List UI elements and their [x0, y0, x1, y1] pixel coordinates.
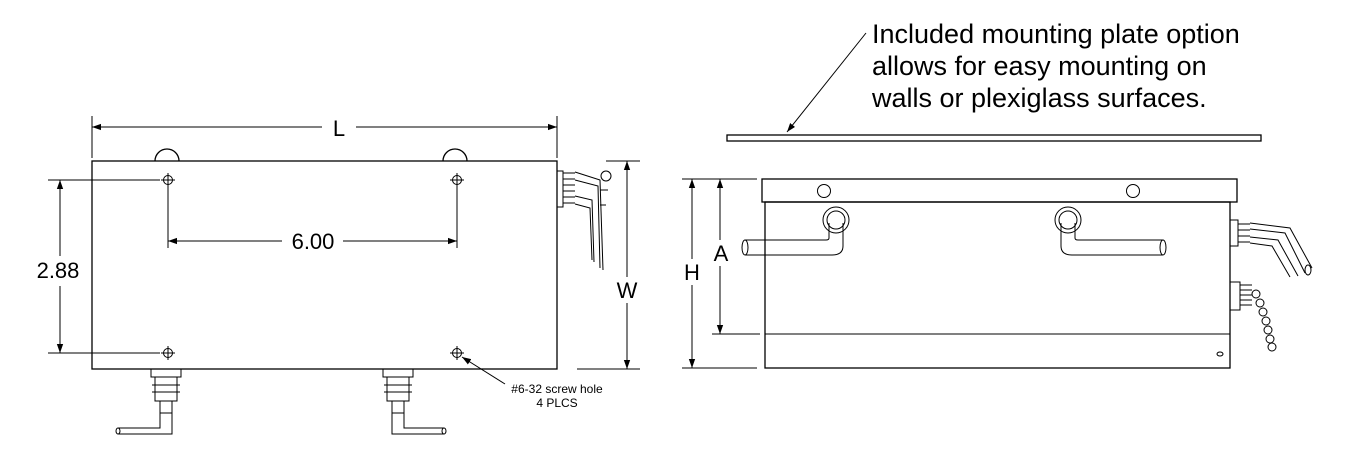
pull-chain: [1229, 281, 1277, 352]
bottom-fitting-right: [382, 368, 447, 435]
screw-note-leader: [461, 356, 506, 385]
side-view-body: [764, 201, 1231, 369]
side-pipe-left: [741, 206, 850, 256]
bottom-fitting-left: [115, 368, 182, 435]
screw-hole: [161, 173, 175, 187]
height-label: H: [684, 260, 700, 285]
side-cable-bundle: [1229, 219, 1313, 278]
hole-spacing-x-label: 6.00: [292, 229, 335, 254]
screw-note-line2: 4 PLCS: [536, 396, 577, 410]
width-label: W: [617, 278, 638, 303]
side-connector: [556, 170, 612, 271]
side-pipe-right: [1054, 206, 1167, 256]
hole-spacing-y-label: 2.88: [37, 258, 80, 283]
screw-hole: [450, 173, 464, 187]
screw-hole: [161, 346, 175, 360]
side-view-lid: [761, 178, 1238, 203]
screw-note-line1: #6-32 screw hole: [511, 382, 603, 396]
mounting-plate: [726, 134, 1262, 142]
mounting-plate-callout-line2: allows for easy mounting on: [872, 51, 1207, 81]
mounting-plate-leader: [786, 32, 867, 133]
top-hump-right: [442, 148, 468, 162]
top-hump-left: [154, 148, 180, 162]
mounting-plate-callout-line1: Included mounting plate option: [872, 19, 1240, 49]
side-view: H A Included mounting plate option allow…: [682, 19, 1313, 369]
top-view: L W 2.88 6.00 #6-32 screw hole 4 PLCS: [37, 116, 640, 435]
screw-hole: [450, 346, 464, 360]
top-view-housing: [91, 160, 558, 370]
mounting-plate-callout-line3: walls or plexiglass surfaces.: [871, 83, 1207, 113]
length-label: L: [333, 116, 345, 141]
a-label: A: [714, 241, 729, 266]
